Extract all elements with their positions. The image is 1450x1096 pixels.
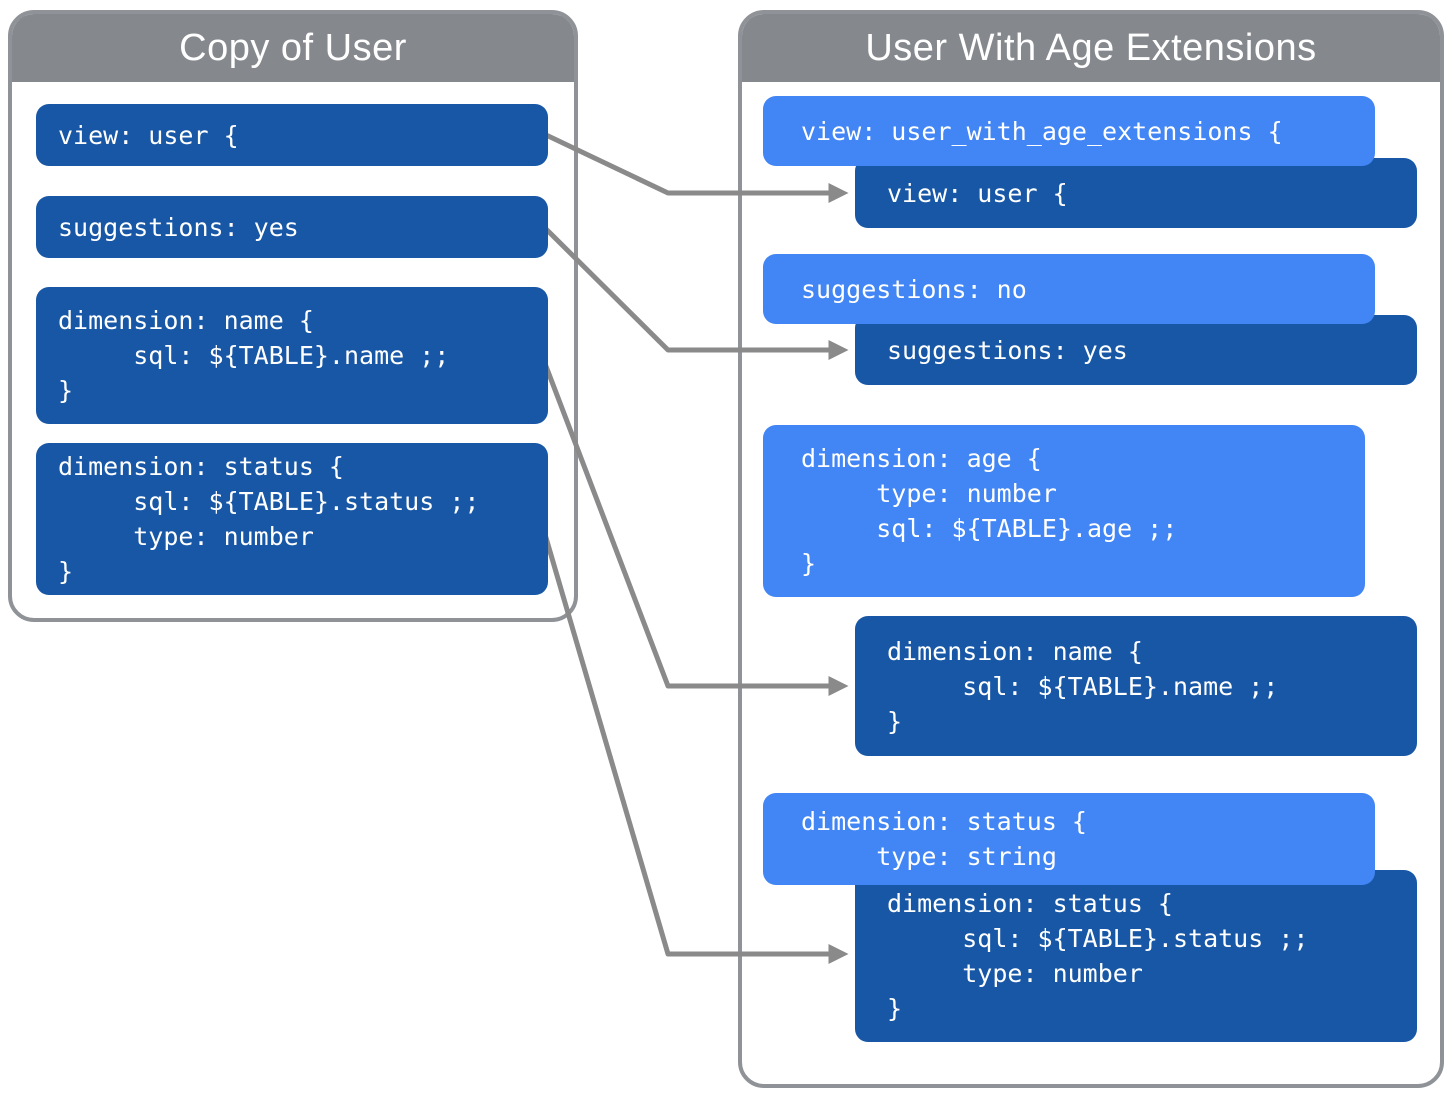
code-block-suggestions-yes: suggestions: yes: [36, 196, 548, 258]
code-block-dimension-age: dimension: age { type: number sql: ${TAB…: [763, 425, 1365, 597]
code-line: sql: ${TABLE}.status ;;: [887, 924, 1309, 953]
code-block-dimension-name: dimension: name { sql: ${TABLE}.name ;; …: [36, 287, 548, 424]
code-line: type: number: [58, 522, 314, 551]
code-line: suggestions: yes: [58, 212, 299, 242]
code-line: type: number: [801, 479, 1057, 508]
code-line: dimension: status {: [887, 889, 1173, 918]
code-line: }: [58, 376, 74, 405]
code-line: dimension: status {: [58, 452, 344, 481]
code-line: }: [801, 549, 817, 578]
code-line: view: user_with_age_extensions {: [801, 116, 1283, 146]
code-block-inherited-dimension-status: dimension: status { sql: ${TABLE}.status…: [855, 870, 1417, 1042]
right-panel-header: User With Age Extensions: [742, 14, 1440, 82]
code-line: sql: ${TABLE}.name ;;: [887, 671, 1279, 701]
code-line: type: number: [887, 959, 1143, 988]
code-line: }: [887, 994, 903, 1023]
code-line: sql: ${TABLE}.name ;;: [58, 341, 450, 370]
code-line: type: string: [801, 842, 1057, 871]
code-line: suggestions: yes: [887, 335, 1128, 365]
code-block-inherited-dimension-name: dimension: name { sql: ${TABLE}.name ;; …: [855, 616, 1417, 756]
code-line: dimension: name {: [58, 306, 314, 335]
code-block-suggestions-no: suggestions: no: [763, 254, 1375, 324]
code-line: sql: ${TABLE}.age ;;: [801, 514, 1178, 543]
code-line: dimension: name {: [887, 636, 1143, 666]
code-line: sql: ${TABLE}.status ;;: [58, 487, 480, 516]
code-line: }: [887, 706, 903, 736]
code-block-dimension-status-override: dimension: status { type: string: [763, 793, 1375, 885]
code-line: suggestions: no: [801, 274, 1027, 304]
code-block-inherited-view-user: view: user {: [855, 158, 1417, 228]
code-line: dimension: status {: [801, 807, 1087, 836]
code-block-dimension-status: dimension: status { sql: ${TABLE}.status…: [36, 443, 548, 595]
code-line: }: [58, 557, 74, 586]
code-line: view: user {: [887, 178, 1068, 208]
code-line: dimension: age {: [801, 444, 1042, 473]
code-block-view-user: view: user {: [36, 104, 548, 166]
left-panel-header: Copy of User: [12, 14, 574, 82]
left-panel-title: Copy of User: [179, 26, 407, 69]
right-panel-title: User With Age Extensions: [865, 26, 1317, 69]
code-line: view: user {: [58, 120, 239, 150]
code-block-inherited-suggestions-yes: suggestions: yes: [855, 315, 1417, 385]
code-block-view-extended: view: user_with_age_extensions {: [763, 96, 1375, 166]
